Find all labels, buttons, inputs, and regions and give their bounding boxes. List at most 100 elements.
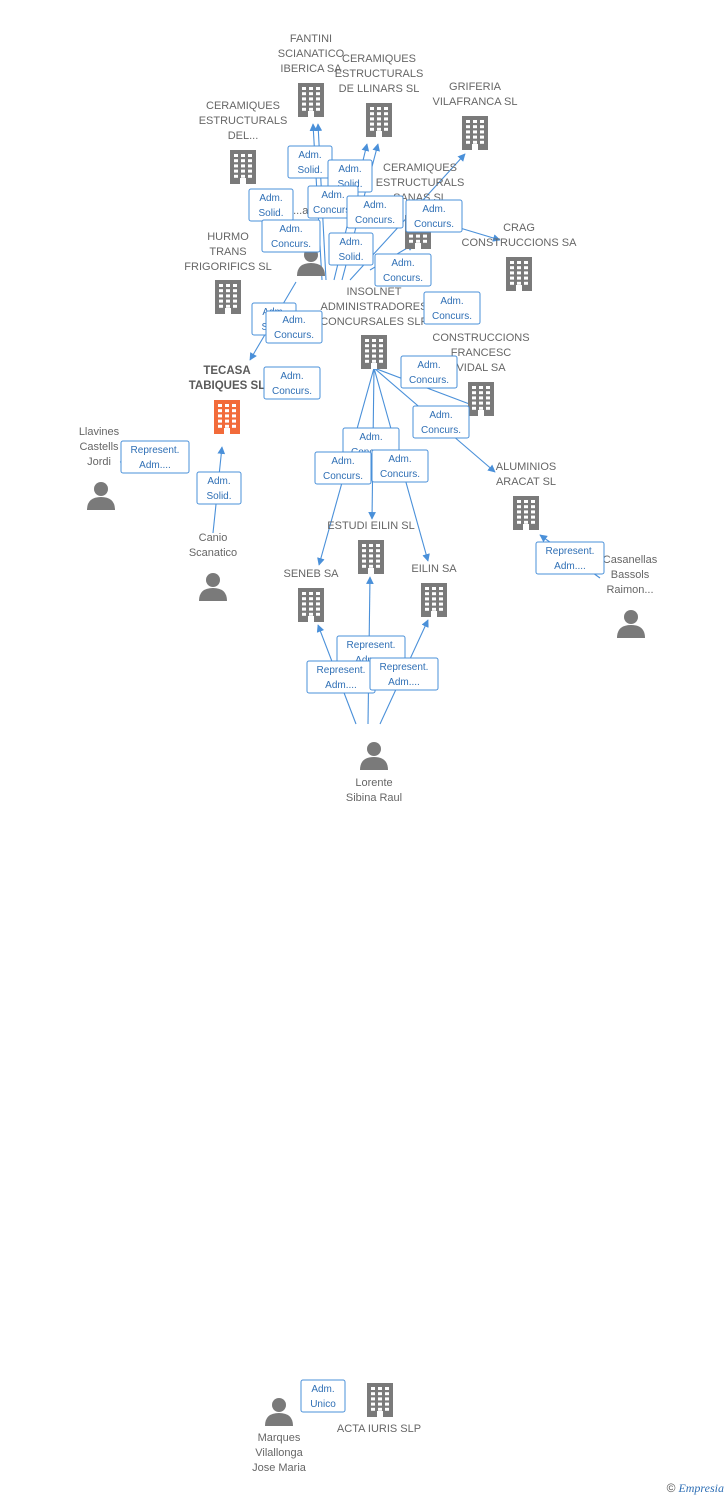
building-door bbox=[431, 611, 437, 617]
person-body bbox=[265, 1413, 293, 1426]
node-label: CERAMIQUES bbox=[206, 100, 280, 112]
node-label: ESTUDI EILIN SL bbox=[327, 520, 414, 532]
relation-badge-r8[interactable]: Adm.Solid. bbox=[328, 232, 374, 266]
relation-badge-box bbox=[369, 657, 439, 691]
relation-badge-r19[interactable]: Adm.Concurs. bbox=[314, 451, 372, 485]
building-window bbox=[233, 294, 237, 298]
node-acta[interactable]: ACTA IURIS SLP bbox=[337, 1383, 421, 1435]
relation-badge-r6[interactable]: Adm.Concurs. bbox=[346, 195, 404, 229]
building-window bbox=[379, 344, 383, 348]
building-window bbox=[409, 239, 413, 243]
building-window bbox=[219, 284, 223, 287]
building-window bbox=[425, 587, 429, 590]
node-label: Scanatico bbox=[189, 547, 237, 559]
relation-badge-text: Adm. bbox=[331, 456, 354, 467]
relation-badge-r13[interactable]: Adm.Concurs. bbox=[263, 366, 321, 400]
building-window bbox=[302, 87, 306, 90]
person-body bbox=[297, 263, 325, 276]
relation-badge-text: Adm. bbox=[279, 224, 302, 235]
building-window bbox=[385, 1397, 389, 1401]
relation-badge-r23[interactable]: Represent.Adm.... bbox=[306, 660, 376, 694]
building-window bbox=[233, 304, 237, 308]
relation-badge-r21[interactable]: Represent.Adm.... bbox=[535, 541, 605, 575]
relation-badge-r16[interactable]: Represent.Adm.... bbox=[120, 440, 190, 474]
relation-badge-r12[interactable]: Adm.Concurs. bbox=[265, 310, 323, 344]
building-window bbox=[479, 391, 483, 395]
relation-badge-r14[interactable]: Adm.Concurs. bbox=[400, 355, 458, 389]
empresia-credit[interactable]: ©Empresia bbox=[667, 1481, 724, 1496]
building-window bbox=[384, 122, 388, 126]
node-label: ALUMINIOS bbox=[496, 461, 557, 473]
building-icon bbox=[367, 1383, 393, 1417]
building-window bbox=[218, 409, 222, 413]
relation-badge-text: Adm. bbox=[282, 315, 305, 326]
building-window bbox=[378, 1387, 382, 1390]
relation-badge-r2[interactable]: Adm.Solid. bbox=[248, 188, 294, 222]
relation-badge-r10[interactable]: Adm.Concurs. bbox=[423, 291, 481, 325]
node-casanellas[interactable]: CasanellasBassolsRaimon... bbox=[603, 554, 658, 638]
building-window bbox=[379, 339, 383, 342]
building-window bbox=[385, 1402, 389, 1406]
building-window bbox=[416, 239, 420, 243]
building-window bbox=[226, 284, 230, 287]
node-label: VIDAL SA bbox=[456, 362, 506, 374]
relation-badge-r20[interactable]: Adm.Concurs. bbox=[371, 449, 429, 483]
relation-badge-r1[interactable]: Adm.Solid. bbox=[287, 145, 333, 179]
building-door bbox=[516, 285, 522, 291]
relation-badge-box bbox=[371, 449, 429, 483]
building-window bbox=[384, 127, 388, 131]
building-window bbox=[378, 1392, 382, 1396]
building-door bbox=[371, 363, 377, 369]
building-window bbox=[316, 97, 320, 101]
relation-badge-box bbox=[265, 310, 323, 344]
building-door bbox=[472, 144, 478, 150]
person-head bbox=[367, 742, 381, 756]
building-window bbox=[302, 592, 306, 595]
building-window bbox=[302, 607, 306, 611]
node-label: IBERICA SA bbox=[280, 63, 342, 75]
relation-badge-r15[interactable]: Adm.Concurs. bbox=[412, 405, 470, 439]
relation-badge-r25[interactable]: Adm.Unico bbox=[300, 1379, 346, 1413]
building-window bbox=[225, 424, 229, 428]
relation-badge-r9[interactable]: Adm.Concurs. bbox=[374, 253, 432, 287]
relation-badge-text: Represent. bbox=[317, 665, 366, 676]
relation-badge-r17[interactable]: Adm.Solid. bbox=[196, 471, 242, 505]
relation-badge-r3[interactable]: Adm. Concurs. bbox=[261, 219, 321, 253]
building-icon bbox=[366, 103, 392, 137]
building-window bbox=[425, 607, 429, 611]
building-window bbox=[472, 391, 476, 395]
building-window bbox=[423, 234, 427, 238]
relation-badge-text: Concurs. bbox=[271, 239, 311, 250]
building-icon bbox=[298, 83, 324, 117]
building-icon bbox=[513, 496, 539, 530]
node-seneb[interactable]: SENEB SA bbox=[283, 568, 339, 622]
building-window bbox=[524, 271, 528, 275]
relation-badge-text: Adm. bbox=[311, 1384, 334, 1395]
node-estudi[interactable]: ESTUDI EILIN SL bbox=[327, 520, 415, 574]
building-window bbox=[218, 419, 222, 423]
relation-badge-r7[interactable]: Adm.Concurs. bbox=[405, 199, 463, 233]
building-window bbox=[234, 154, 238, 157]
node-cer-del[interactable]: CERAMIQUESESTRUCTURALSDEL... bbox=[199, 100, 288, 184]
node-eilin[interactable]: EILIN SA bbox=[411, 563, 457, 617]
node-label: Vilallonga bbox=[255, 1447, 303, 1459]
building-window bbox=[425, 592, 429, 596]
building-window bbox=[302, 602, 306, 606]
relation-badge-text: Solid. bbox=[337, 179, 362, 190]
node-label: Casanellas bbox=[603, 554, 658, 566]
relation-badge-r24[interactable]: Represent.Adm.... bbox=[369, 657, 439, 691]
building-window bbox=[234, 174, 238, 178]
